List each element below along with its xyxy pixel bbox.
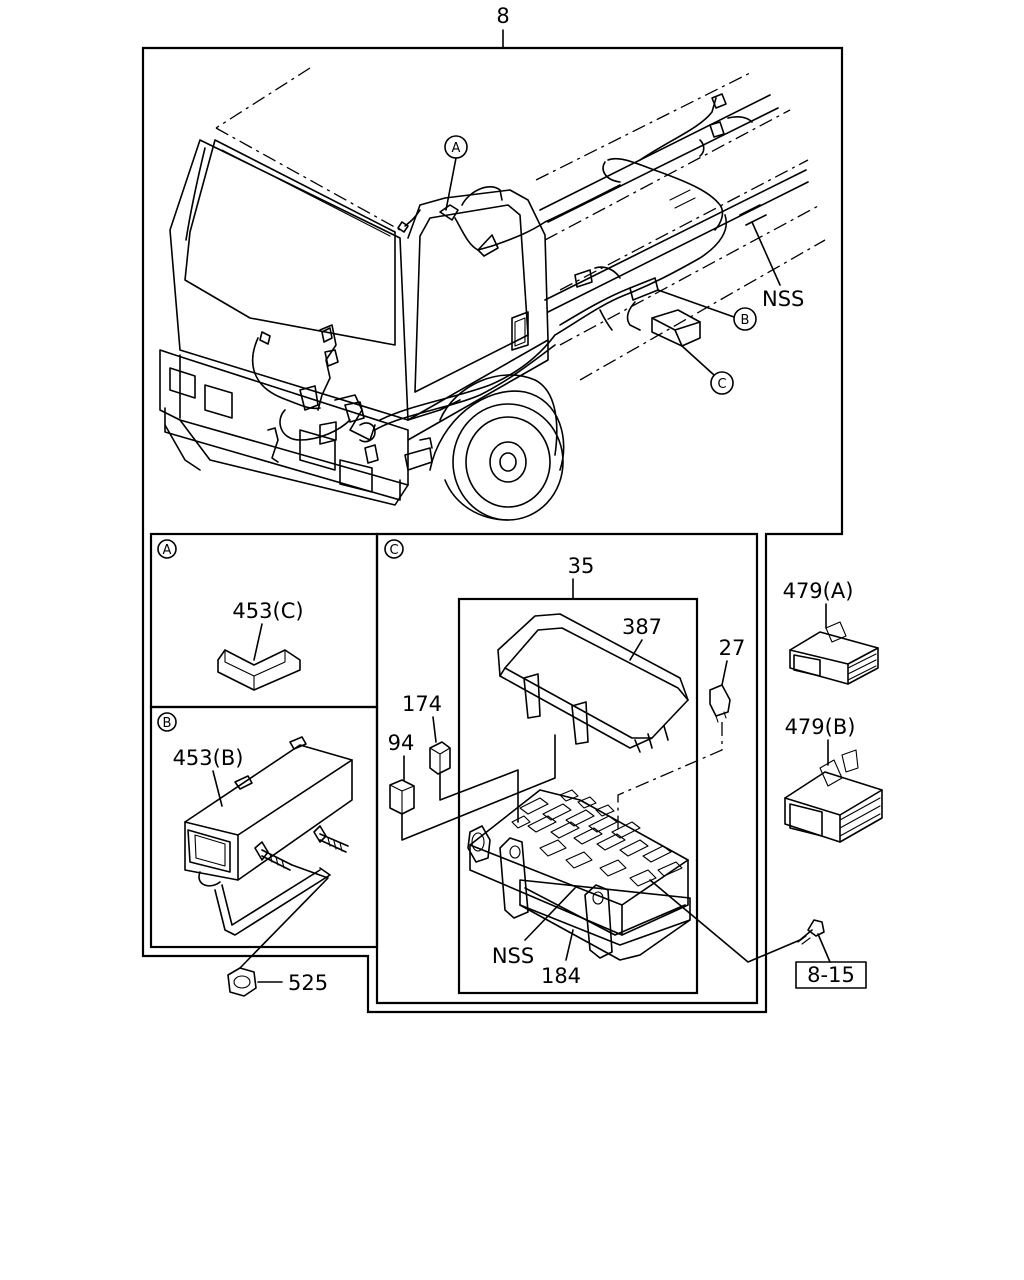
main-assembly-label: 8 [496,4,509,28]
ref-8-15-box [795,961,867,989]
detail-c-badge [384,539,404,559]
detail-c: C 35 387 27 174 94 [384,539,801,988]
callout-b-label: B [741,313,750,328]
part-479a-label: 479(A) [783,579,854,603]
truck-callouts: A B C NSS [444,135,804,395]
detail-a-badge-label: A [163,543,172,558]
main-frame [141,46,844,1014]
ref-8-15: 8-15 [795,919,867,989]
detail-b-badge-label: B [163,716,172,731]
detail-b-badge [157,712,177,732]
part-27-label: 27 [719,636,746,660]
nss-top-label: NSS [762,287,804,311]
detail-a-badge [157,539,177,559]
part-35-label: 35 [568,554,595,578]
callout-a-label: A [452,141,461,156]
detail-c-frame [375,532,759,1005]
part-525: 525 [227,967,328,997]
frames [141,46,844,1014]
part-479a: 479(A) [783,579,879,685]
detail-b: B 453(B) [157,712,353,969]
detail-c-badge-label: C [389,543,398,558]
part-94-label: 94 [388,731,415,755]
detail-a: A 453(C) [157,539,304,691]
callout-b-circle [733,307,757,331]
part-453b-label: 453(B) [173,746,244,770]
ref-8-15-label: 8-15 [807,963,855,987]
truck-illustration [159,67,826,521]
callout-c-label: C [717,377,726,392]
part-174-label: 174 [402,692,442,716]
part-453c-label: 453(C) [232,599,303,623]
part-184-label: 184 [541,964,581,988]
part-525-label: 525 [288,971,328,995]
callout-c-circle [710,371,734,395]
part-479b: 479(B) [784,715,883,843]
part-479b-label: 479(B) [785,715,856,739]
part-nss-box-label: NSS [492,944,534,968]
fuse-box-frame [457,597,699,995]
part-387-label: 387 [622,615,662,639]
